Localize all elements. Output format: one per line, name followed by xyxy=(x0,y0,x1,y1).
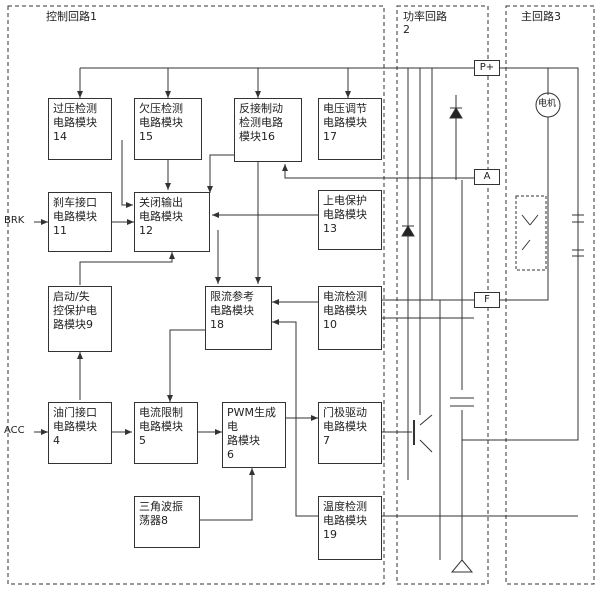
block-16-reverse-brake: 反接制动 检测电路 模块16 xyxy=(234,98,302,162)
block-18-current-limit-reference: 限流参考 电路模块 18 xyxy=(205,286,272,350)
block-15-undervoltage: 欠压检测 电路模块 15 xyxy=(134,98,202,160)
power-region-label: 功率回路 2 xyxy=(403,10,447,36)
terminal-a: A xyxy=(474,169,500,185)
main-region-label: 主回路3 xyxy=(521,10,561,23)
control-region-label: 控制回路1 xyxy=(46,10,97,23)
block-12-output-shutdown: 关闭输出 电路模块 12 xyxy=(134,192,210,252)
block-13-power-on-protection: 上电保护 电路模块 13 xyxy=(318,190,382,250)
block-19-temperature-detection: 温度检测 电路模块 19 xyxy=(318,496,382,560)
control-region-border xyxy=(7,5,385,585)
terminal-p-plus: P+ xyxy=(474,60,500,76)
motor-label: 电机 xyxy=(538,99,557,109)
main-region-border xyxy=(505,5,595,585)
terminal-f: F xyxy=(474,292,500,308)
block-4-throttle-interface: 油门接口 电路模块 4 xyxy=(48,402,112,464)
block-17-voltage-regulation: 电压调节 电路模块 17 xyxy=(318,98,382,160)
block-6-pwm-generator: PWM生成电 路模块 6 xyxy=(222,402,286,468)
block-7-gate-driver: 门极驱动 电路模块 7 xyxy=(318,402,382,464)
block-14-overvoltage: 过压检测 电路模块 14 xyxy=(48,98,112,160)
block-8-triangle-oscillator: 三角波振 荡器8 xyxy=(134,496,200,548)
block-10-current-detection: 电流检测 电路模块 10 xyxy=(318,286,382,350)
acc-input-label: ACC xyxy=(4,425,25,436)
block-9-start-protection: 启动/失 控保护电 路模块9 xyxy=(48,286,112,352)
brk-input-label: BRK xyxy=(4,215,25,226)
block-5-current-limit: 电流限制 电路模块 5 xyxy=(134,402,198,464)
block-11-brake-interface: 刹车接口 电路模块 11 xyxy=(48,192,112,252)
